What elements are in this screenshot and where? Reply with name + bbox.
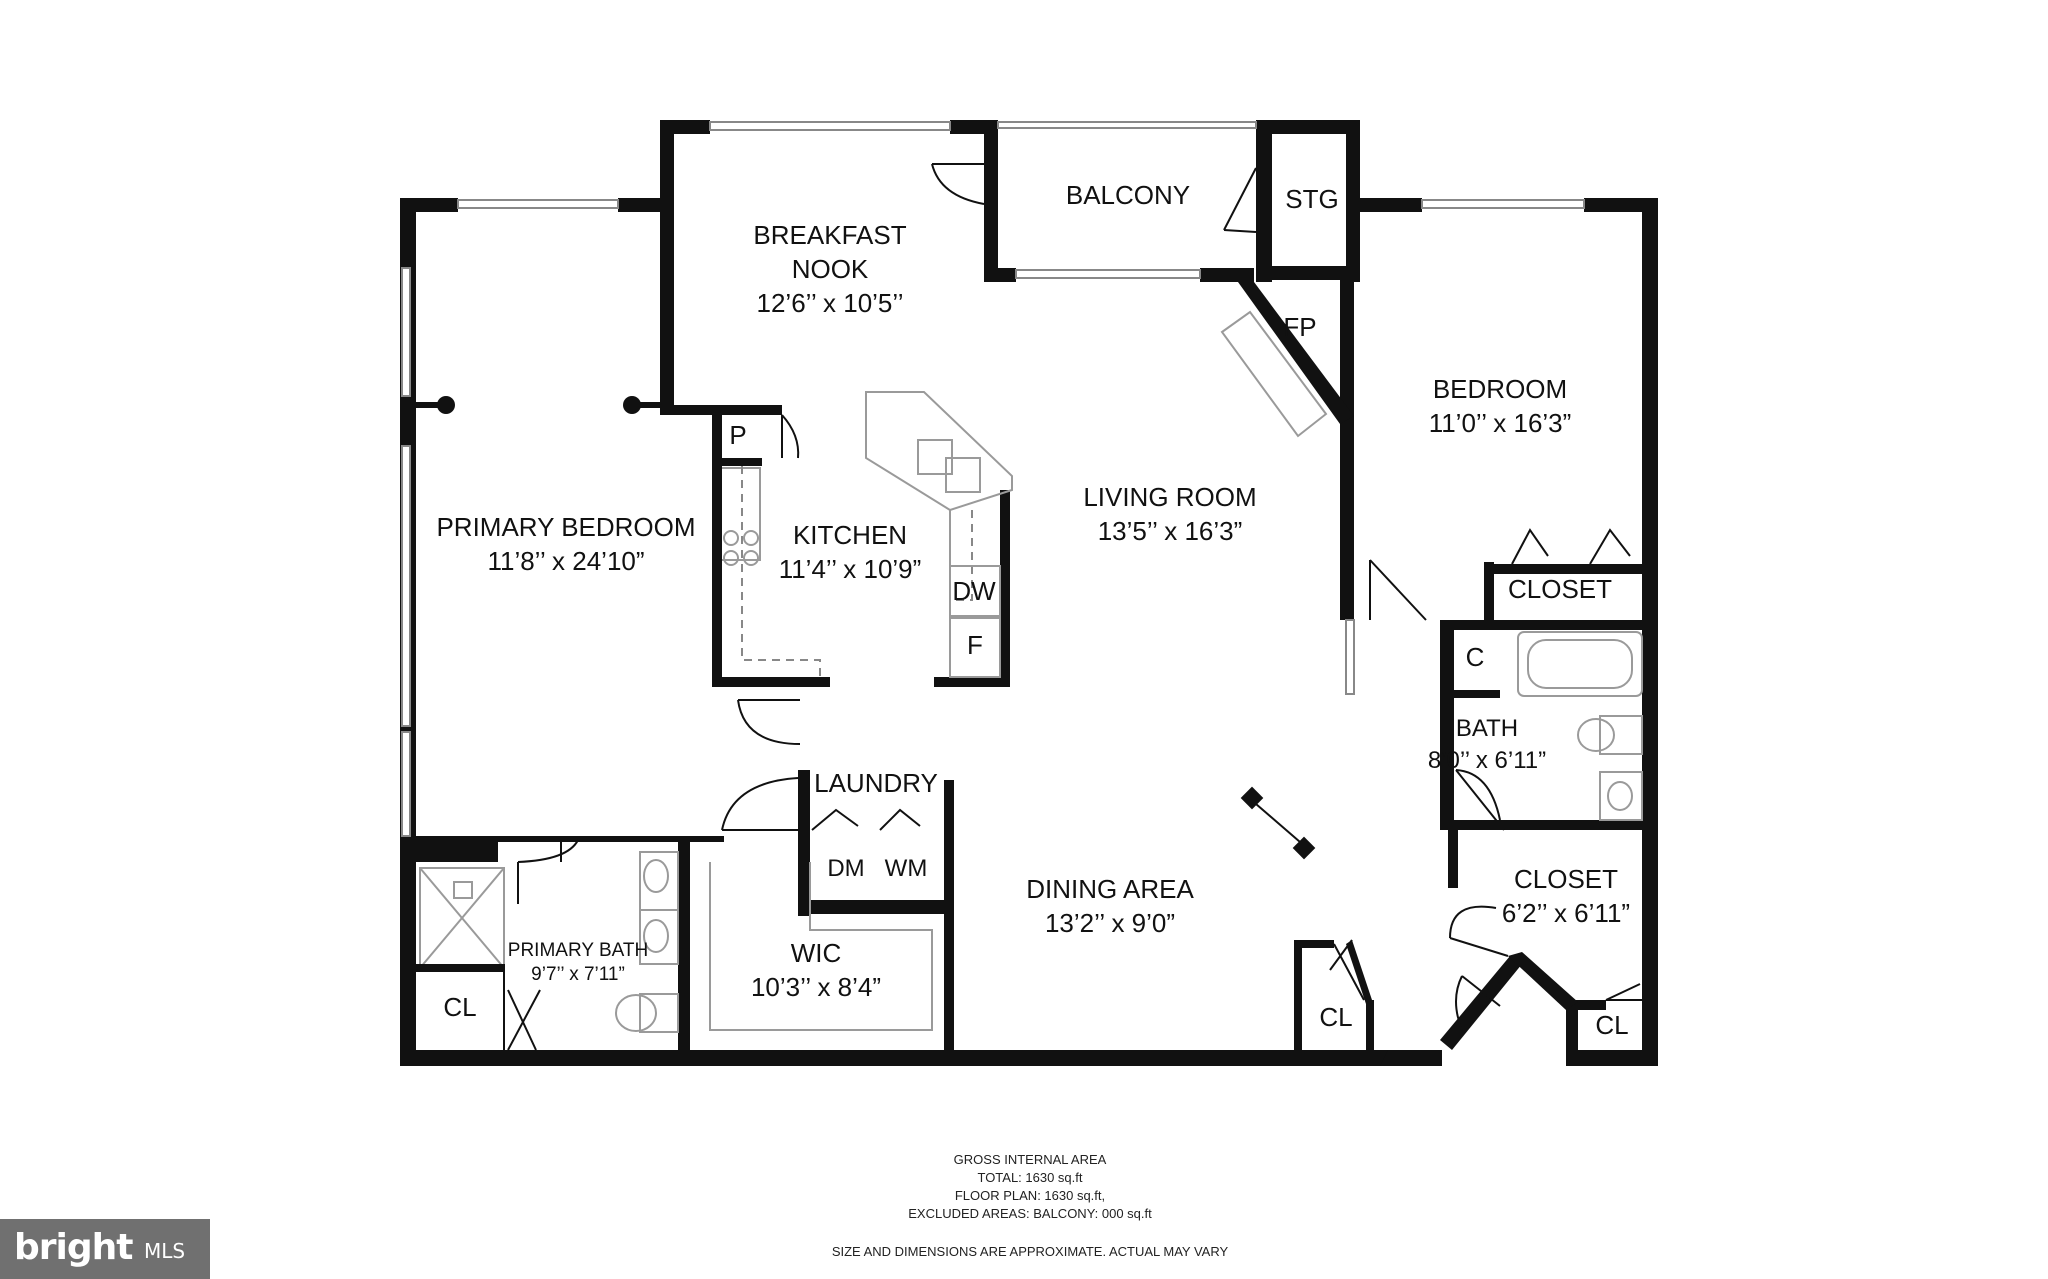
area-heading: GROSS INTERNAL AREA	[954, 1152, 1107, 1167]
primary-bath-label: PRIMARY BATH	[508, 940, 648, 961]
room-labels: BALCONY STG BREAKFAST NOOK 12’6’’ x 10’5…	[436, 180, 1630, 1040]
watermark-suffix: MLS	[144, 1239, 186, 1263]
columns	[414, 396, 660, 414]
primary-bedroom-label: PRIMARY BEDROOM	[436, 512, 695, 542]
area-floor-plan: FLOOR PLAN: 1630 sq.ft,	[955, 1188, 1105, 1203]
watermark-brand: bright	[14, 1227, 133, 1268]
kitchen-fixtures	[722, 391, 1013, 678]
ceiling-fixture	[1240, 786, 1316, 860]
area-excluded: EXCLUDED AREAS: BALCONY: 000 sq.ft	[908, 1206, 1152, 1221]
fireplace-label: FP	[1283, 312, 1316, 342]
entry-closet-label: CL	[1319, 1002, 1352, 1032]
bedroom-closet-block	[1484, 562, 1494, 630]
bath-size: 8’0’’ x 6’11”	[1428, 747, 1546, 774]
hall-closet-size: 6’2’’ x 6’11”	[1502, 898, 1630, 928]
hall-closet-label: CLOSET	[1514, 864, 1618, 894]
laundry-label: LAUNDRY	[814, 768, 938, 798]
primary-closet-label: CL	[443, 992, 476, 1022]
doors	[507, 163, 1646, 1051]
balcony-label: BALCONY	[1066, 180, 1190, 210]
dining-area-label: DINING AREA	[1026, 874, 1194, 904]
washer-label: WM	[885, 855, 928, 882]
dishwasher-label: DW	[952, 576, 996, 606]
closet-doors	[811, 528, 1631, 831]
disclaimer-text: SIZE AND DIMENSIONS ARE APPROXIMATE. ACT…	[832, 1244, 1229, 1259]
fridge-label: F	[967, 630, 983, 660]
primary-bath-size: 9’7’’ x 7’11”	[531, 964, 625, 985]
breakfast-nook-label-line2: NOOK	[792, 254, 869, 284]
breakfast-nook-label-line1: BREAKFAST	[753, 220, 906, 250]
wic-size: 10’3’’ x 8’4”	[751, 972, 881, 1002]
bedroom-size: 11’0’’ x 16’3”	[1429, 408, 1572, 438]
fireplace-hearth	[1220, 310, 1328, 438]
primary-bedroom-size: 11’8’’ x 24’10”	[487, 546, 644, 576]
area-summary: GROSS INTERNAL AREA TOTAL: 1630 sq.ft FL…	[832, 1152, 1229, 1259]
wic-label: WIC	[791, 938, 842, 968]
area-total: TOTAL: 1630 sq.ft	[977, 1170, 1082, 1185]
exterior-walls	[400, 120, 1658, 1066]
living-room-size: 13’5’’ x 16’3”	[1098, 516, 1243, 546]
dryer-label: DM	[827, 855, 864, 882]
wic-shelves	[709, 862, 933, 1031]
kitchen-label: KITCHEN	[793, 520, 907, 550]
corner-closet-label: CL	[1595, 1010, 1628, 1040]
dining-area-size: 13’2’’ x 9’0”	[1045, 908, 1175, 938]
bedroom-closet-label: CLOSET	[1508, 574, 1612, 604]
bath-fixtures	[416, 631, 1643, 1050]
windows	[401, 121, 1585, 837]
bedroom-label: BEDROOM	[1433, 374, 1567, 404]
storage-label: STG	[1285, 184, 1338, 214]
living-room-label: LIVING ROOM	[1083, 482, 1256, 512]
linen-closet-label: C	[1466, 642, 1485, 672]
bath-label: BATH	[1456, 715, 1518, 742]
breakfast-nook-size: 12’6’’ x 10’5’’	[757, 288, 904, 318]
pantry-label: P	[729, 420, 746, 450]
angled-walls	[1238, 282, 1578, 1066]
kitchen-size: 11’4’’ x 10’9”	[779, 554, 922, 584]
bright-mls-watermark: bright MLS	[0, 1219, 210, 1279]
